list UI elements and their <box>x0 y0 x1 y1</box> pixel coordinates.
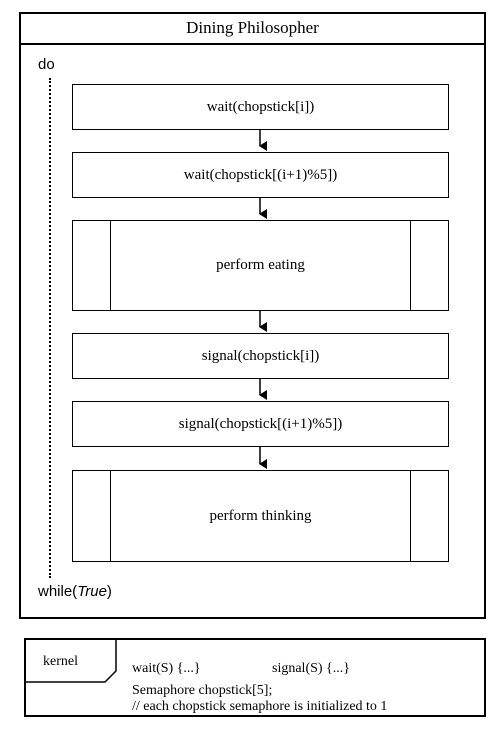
process-right-bar <box>410 471 411 561</box>
step-label: wait(chopstick[i]) <box>206 98 315 115</box>
step-signal-left-chopstick: signal(chopstick[i]) <box>72 333 449 379</box>
step-signal-right-chopstick: signal(chopstick[(i+1)%5]) <box>72 401 449 447</box>
kernel-semaphore-decl: Semaphore chopstick[5]; <box>132 683 273 698</box>
kernel-tab-label: kernel <box>43 654 78 669</box>
step-label: signal(chopstick[i]) <box>201 347 320 364</box>
process-perform-thinking: perform thinking <box>72 470 449 562</box>
kernel-frame <box>24 638 486 717</box>
process-left-bar <box>110 221 111 310</box>
step-label: wait(chopstick[(i+1)%5]) <box>183 166 338 183</box>
step-label: perform thinking <box>209 507 312 524</box>
diagram-frame <box>19 12 486 619</box>
kernel-wait-def: wait(S) {...} <box>132 661 201 676</box>
loop-dotted-line <box>49 78 51 578</box>
kernel-init-comment: // each chopstick semaphore is initializ… <box>132 699 388 714</box>
kernel-signal-def: signal(S) {...} <box>272 661 350 676</box>
step-label: perform eating <box>216 257 305 273</box>
process-left-bar <box>110 471 111 561</box>
loop-condition: True <box>77 583 107 600</box>
step-wait-right-chopstick: wait(chopstick[(i+1)%5]) <box>72 152 449 198</box>
loop-end-suffix: ) <box>106 583 112 600</box>
diagram-title: Dining Philosopher <box>19 12 486 45</box>
step-label: signal(chopstick[(i+1)%5]) <box>178 415 343 432</box>
step-wait-left-chopstick: wait(chopstick[i]) <box>72 84 449 130</box>
process-right-bar <box>410 221 411 310</box>
kernel-tab-outline <box>24 638 117 683</box>
loop-start-label: do <box>38 56 55 73</box>
loop-end-prefix: while( <box>38 583 78 600</box>
process-perform-eating: perform eating <box>72 220 449 311</box>
loop-end-label: while(True) <box>38 583 112 600</box>
